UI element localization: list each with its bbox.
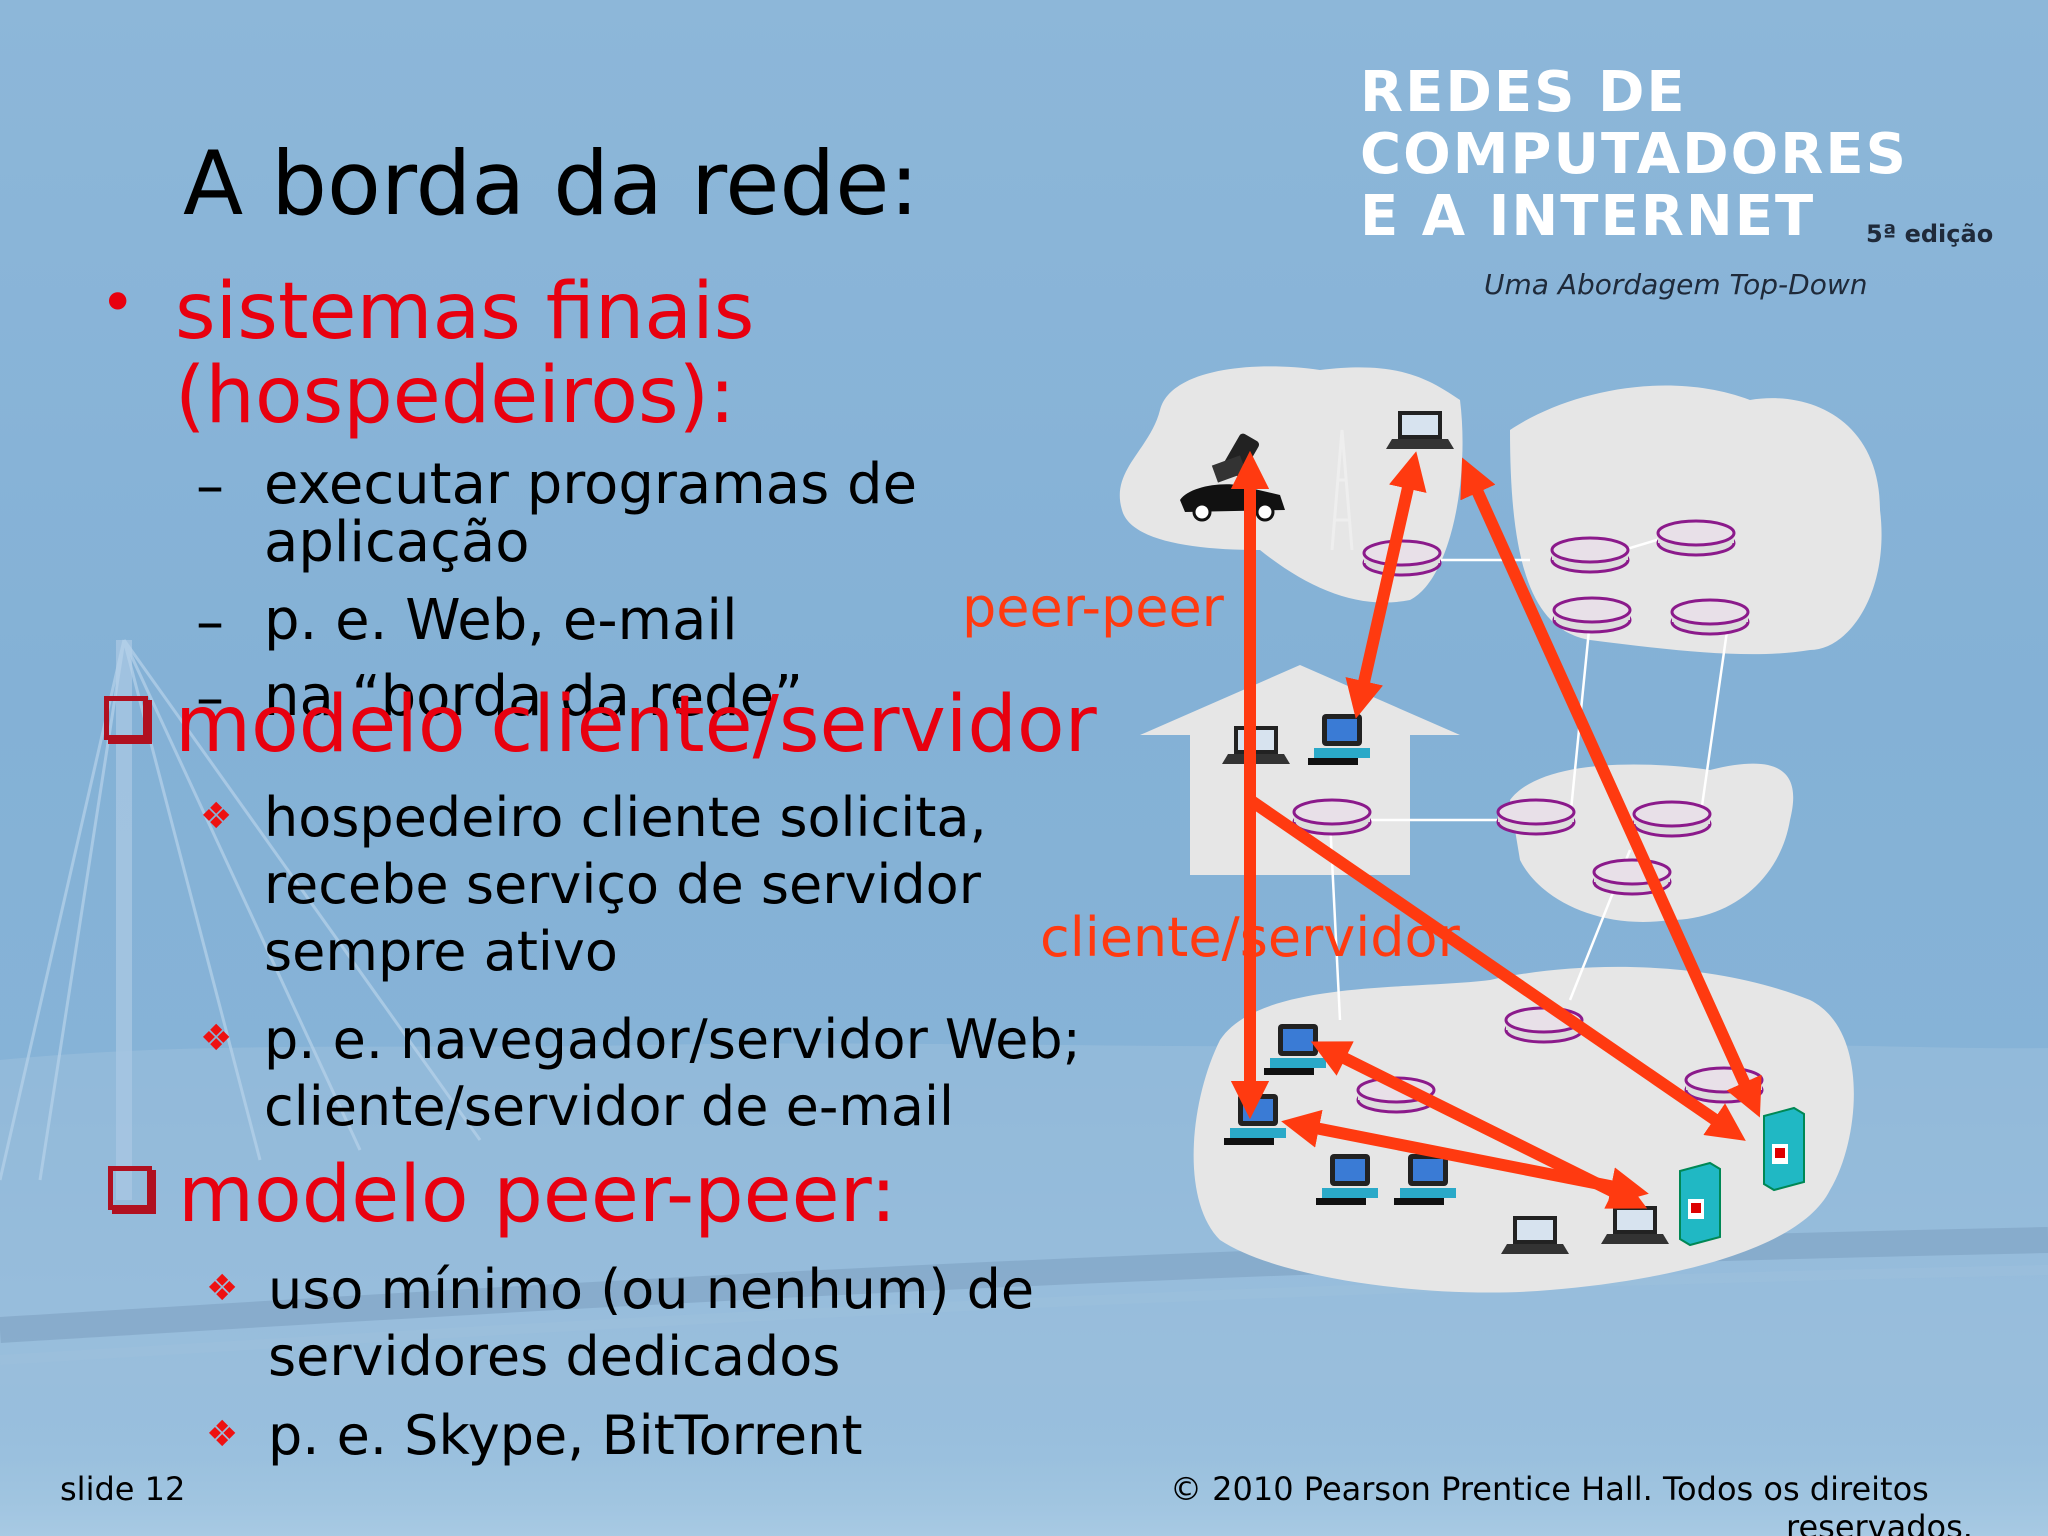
sub-item-3: na “borda da rede”: [264, 664, 804, 729]
diamond-bullet-icon: ❖: [206, 1268, 239, 1309]
sub-item-1-line1: executar programas de: [264, 452, 918, 517]
cs-item-1-line2: recebe serviço de servidor: [264, 853, 981, 916]
pp-item-2-line1: p. e. Skype, BitTorrent: [268, 1404, 863, 1467]
slide-number: slide 12: [60, 1470, 186, 1508]
router-icon: [1552, 596, 1632, 634]
cs-item-1-line1: hospedeiro cliente solicita,: [264, 786, 987, 849]
cs-item-1-line3: sempre ativo: [264, 920, 618, 983]
regional-network-cloud: [1510, 763, 1794, 922]
peer-peer-heading: modelo peer-peer:: [178, 1150, 897, 1240]
router-icon: [1656, 519, 1736, 557]
slide-title: A borda da rede:: [183, 132, 920, 235]
router-icon: [1670, 598, 1750, 636]
client-server-heading: modelo cliente/servidor: [175, 680, 1097, 770]
checkbox-bullet-icon: [104, 696, 148, 740]
cs-item-2-line2: cliente/servidor de e-mail: [264, 1075, 955, 1138]
network-diagram: [1119, 366, 1882, 1293]
sub-item-dash: –: [196, 454, 224, 519]
book-logo-line2: COMPUTADORES: [1360, 122, 1908, 187]
book-subtitle: Uma Abordagem Top-Down: [1484, 268, 1868, 301]
cs-item-2-line1: p. e. navegador/servidor Web;: [264, 1008, 1081, 1071]
communication-arrows: [1230, 450, 1762, 1209]
copyright-line1: © 2010 Pearson Prentice Hall. Todos os d…: [1170, 1470, 1929, 1508]
copyright-line2: reservados.: [1786, 1508, 1973, 1536]
client-server-label: cliente/servidor: [1040, 906, 1460, 969]
checkbox-bullet-icon: [108, 1166, 152, 1210]
main-bullet-line2: (hospedeiros):: [175, 351, 736, 441]
diamond-bullet-icon: ❖: [200, 1018, 233, 1059]
book-logo-line3: E A INTERNET: [1360, 184, 1816, 249]
diamond-bullet-icon: ❖: [206, 1414, 239, 1455]
sub-item-dash: –: [196, 590, 224, 655]
arrow-laptop-to-home: [1345, 451, 1427, 719]
router-icon: [1292, 798, 1372, 836]
server-icon: [1679, 1162, 1721, 1246]
bullet-marker: •: [100, 268, 136, 338]
pp-item-1-line2: servidores dedicados: [268, 1325, 841, 1388]
router-icon: [1550, 536, 1630, 574]
book-edition: 5ª edição: [1866, 220, 1994, 248]
server-icon: [1763, 1107, 1805, 1191]
arrow-pc-to-laptop-2: [1281, 1109, 1649, 1206]
peer-peer-label: peer-peer: [962, 576, 1224, 639]
sub-item-1-line2: aplicação: [264, 510, 530, 575]
sub-item-dash: –: [196, 666, 224, 731]
arrow-laptop-to-server: [1460, 457, 1762, 1118]
arrow-home-to-server: [1246, 795, 1746, 1141]
sub-item-2: p. e. Web, e-mail: [264, 588, 738, 653]
home-network-house: [1140, 665, 1460, 875]
diamond-bullet-icon: ❖: [200, 796, 233, 837]
router-icon: [1362, 539, 1442, 577]
router-icon: [1496, 798, 1576, 836]
main-bullet-line1: sistemas finais: [175, 267, 755, 357]
pp-item-1-line1: uso mínimo (ou nenhum) de: [268, 1258, 1035, 1321]
book-logo-line1: REDES DE: [1360, 60, 1687, 125]
router-icon: [1632, 800, 1712, 838]
